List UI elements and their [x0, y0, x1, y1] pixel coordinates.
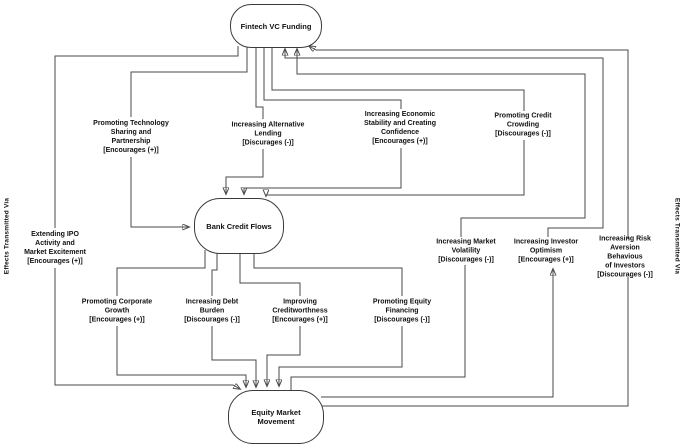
- edge-equity-to-m7: [321, 269, 553, 398]
- edge-equity-to-m6: [290, 265, 466, 391]
- edge-m10-to-equity: [211, 326, 256, 387]
- edge-bank-to-m11: [239, 250, 301, 296]
- edge-m4-to-bank: [266, 140, 525, 196]
- mediator-increasing-alternative-lending: Increasing Alternative Lending [Discurag…: [231, 121, 305, 147]
- node-equity-label: Equity Market Movement: [251, 408, 301, 426]
- mediator-improving-creditworthness: Improving Creditworthness [Encourages (+…: [272, 298, 328, 324]
- edge-fintech-to-m3: [263, 44, 402, 109]
- edge-m2-to-bank: [226, 149, 264, 194]
- mediator-promoting-equity-financing: Promoting Equity Financing [Discourages …: [372, 298, 432, 324]
- edge-m11-to-equity: [267, 326, 301, 386]
- mediator-promoting-credit-crowding: Promoting Credit Crowding [Discourages (…: [494, 112, 552, 138]
- edge-m6-to-fintech: [297, 49, 586, 237]
- mediator-increasing-economic-stability: Increasing Economic Stability and Creati…: [364, 111, 436, 145]
- edge-m5-to-equity: [54, 268, 240, 389]
- node-bank-label: Bank Credit Flows: [206, 221, 272, 231]
- edge-m7-to-fintech: [285, 49, 604, 237]
- right-effects-transmitted-via-label: Effects Transmitted Via: [673, 197, 681, 275]
- edge-m3-to-bank: [244, 148, 402, 194]
- mediator-increasing-market-volatility: Increasing Market Volatility [Discourage…: [436, 238, 496, 264]
- edge-equity-to-m8: [321, 277, 629, 407]
- mediator-increasing-debt-burden: Increasing Debt Burden [Discourages (-)]: [184, 298, 240, 324]
- edge-m8-to-fintech: [309, 46, 629, 239]
- edge-bank-to-m10: [211, 250, 218, 296]
- edge-bank-to-m12: [253, 250, 403, 296]
- mediator-increasing-risk-aversion: Increasing Risk Aversion Behavious of In…: [597, 235, 653, 279]
- mediator-promoting-corporate-growth: Promoting Corporate Growth [Encourages (…: [81, 298, 153, 324]
- node-fintech-vc-funding: Fintech VC Funding: [230, 4, 322, 48]
- edge-fintech-to-m5: [54, 46, 239, 228]
- node-bank-credit-flows: Bank Credit Flows: [194, 198, 284, 254]
- mediator-promoting-technology-sharing: Promoting Technology Sharing and Partner…: [93, 120, 169, 154]
- edge-fintech-to-m1: [130, 44, 248, 117]
- edge-m1-to-bank: [130, 157, 189, 227]
- mediator-extending-ipo-activity: Extending IPO Activity and Market Excite…: [24, 231, 86, 265]
- edge-fintech-to-m2: [255, 44, 264, 119]
- mediator-increasing-investor-optimism: Increasing Investor Optimism [Encourages…: [513, 238, 579, 264]
- edge-m9-to-equity: [116, 326, 246, 387]
- edge-fintech-to-m4: [271, 44, 525, 111]
- left-effects-transmitted-via-label: Effects Transmitted Via: [3, 197, 11, 275]
- edge-m12-to-equity: [279, 326, 403, 386]
- node-equity-market-movement: Equity Market Movement: [228, 390, 324, 444]
- node-fintech-label: Fintech VC Funding: [240, 21, 312, 31]
- edge-bank-to-m9: [116, 250, 206, 296]
